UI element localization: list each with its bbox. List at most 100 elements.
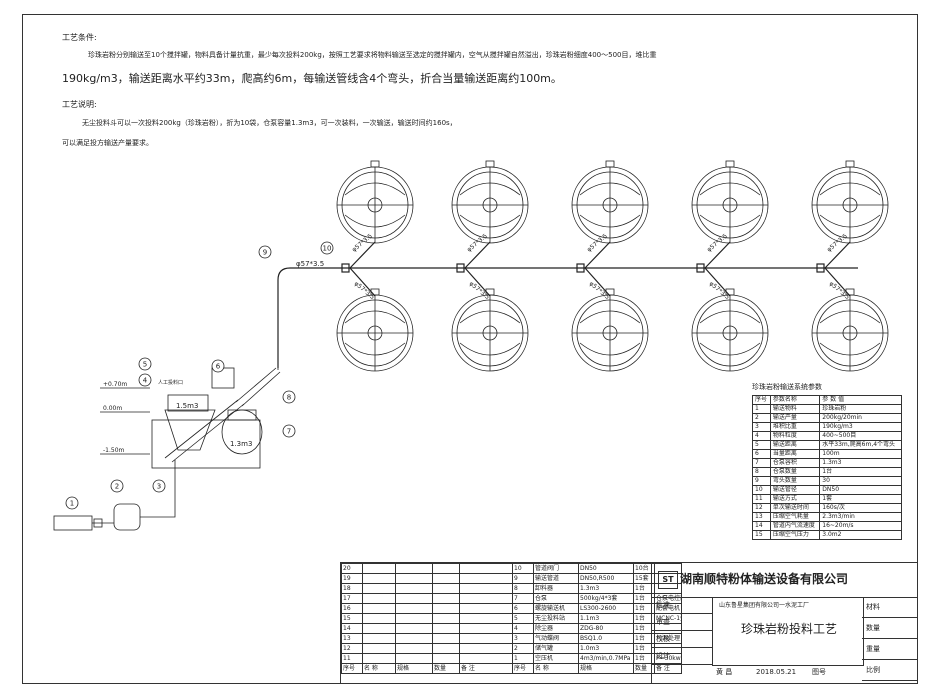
pipe-valve [576,263,585,273]
pipe-valve [456,263,465,273]
mixing-tank [811,160,889,244]
callout-6: 6 [211,359,225,373]
elev-bottom: -1.50m [103,447,125,454]
hopper [167,394,209,412]
bom-footer: 序号名 称规格数量备 注序号名 称规格数量备 注 [341,663,682,674]
mixing-tank [336,288,414,372]
drawing-title-cell: 山东鲁星集团有限公司一水泥工厂 珍珠岩粉投料工艺 [712,597,864,666]
hopper-cone [164,409,216,451]
mixing-tank [451,160,529,244]
svg-text:6: 6 [216,363,221,371]
elevation-labels: +0.70m 0.00m -1.50m 1.5m3 1.3m3 人工投料口 [103,379,252,454]
mixing-tank [691,160,769,244]
right-label-2: 重量 [862,639,918,660]
logo-icon: ST [658,571,678,589]
pipe-valve [816,263,825,273]
description-title: 工艺说明: [62,100,97,109]
callout-9: 9 [258,245,272,259]
branch-pipe-up [704,241,731,269]
branch-pipe-down [349,267,376,297]
svg-text:8: 8 [287,394,291,402]
pipe-valve [696,263,705,273]
elev-top: +0.70m [103,381,127,388]
sheet-label: 图号 [812,668,826,676]
mixing-tank [571,160,649,244]
title-block: ST 湖南顺特粉体输送设备有限公司 批准审查校核设计 山东鲁星集团有限公司一水泥… [651,563,918,683]
branch-pipe-down [824,267,851,297]
riser-pipe [277,267,330,368]
svg-text:3: 3 [157,483,161,491]
branch-pipe-up [584,241,611,269]
design-date: 2018.05.21 [756,668,797,676]
hopper-volume: 1.5m3 [176,402,198,410]
role-2: 校核 [652,631,712,648]
designer: 黄 昌 [716,668,733,676]
svg-text:2: 2 [115,483,119,491]
air-compressor [53,515,93,531]
screw-conveyor [164,399,239,459]
callout-2: 2 [110,479,124,493]
company-name: 湖南顺特粉体输送设备有限公司 [680,572,849,586]
role-0: 批准 [652,597,712,614]
branch-pipe-down [584,267,611,297]
right-label-0: 材料 [862,597,918,618]
filter [93,518,103,528]
manual-inlet-note: 人工投料口 [158,379,183,386]
param-table-title: 珍珠岩粉输送系统参数 [752,383,822,391]
company-row: ST 湖南顺特粉体输送设备有限公司 [652,563,918,598]
pipe-main-label: φ57*3.5 [296,260,324,268]
right-label-column: 材料数量重量比例 [862,597,918,683]
param-header: 参数名称 [769,395,821,405]
svg-text:1: 1 [70,500,74,508]
description-line2: 可以满足投方输送产量要求。 [62,139,153,147]
role-1: 审查 [652,614,712,631]
branch-pipe-down [704,267,731,297]
mixing-tank [571,288,649,372]
callout-8: 8 [282,390,296,404]
mixing-tanks [336,160,889,372]
description-line1: 无尘投料斗可以一次投料200kg（珍珠岩粉），折为10袋，仓泵容量1.3m3，可… [82,119,457,127]
param-header: 参 数 值 [819,395,902,405]
callout-10: 10 [320,241,334,255]
branch-pipe-down [464,267,491,297]
callout-1: 1 [65,496,79,510]
drawing-title: 珍珠岩粉投料工艺 [741,622,838,636]
svg-text:5: 5 [143,361,147,369]
callout-4: 4 [138,373,152,387]
svg-text:9: 9 [263,249,267,257]
callouts: 1 2 3 4 5 6 7 8 9 10 [65,241,334,510]
svg-text:10: 10 [323,245,332,253]
role-3: 设计 [652,648,712,665]
mixing-tank [691,288,769,372]
requirements-line1: 珍珠岩粉分别输送至10个搅拌罐，物料具备计量抗重，最少每次投料200kg，按照工… [88,51,657,59]
requirements-line2: 190kg/m3，输送距离水平约33m，爬高约6m，每输送管线含4个弯头，折合当… [62,72,562,85]
right-label-3: 比例 [862,660,918,681]
svg-text:7: 7 [287,428,291,436]
